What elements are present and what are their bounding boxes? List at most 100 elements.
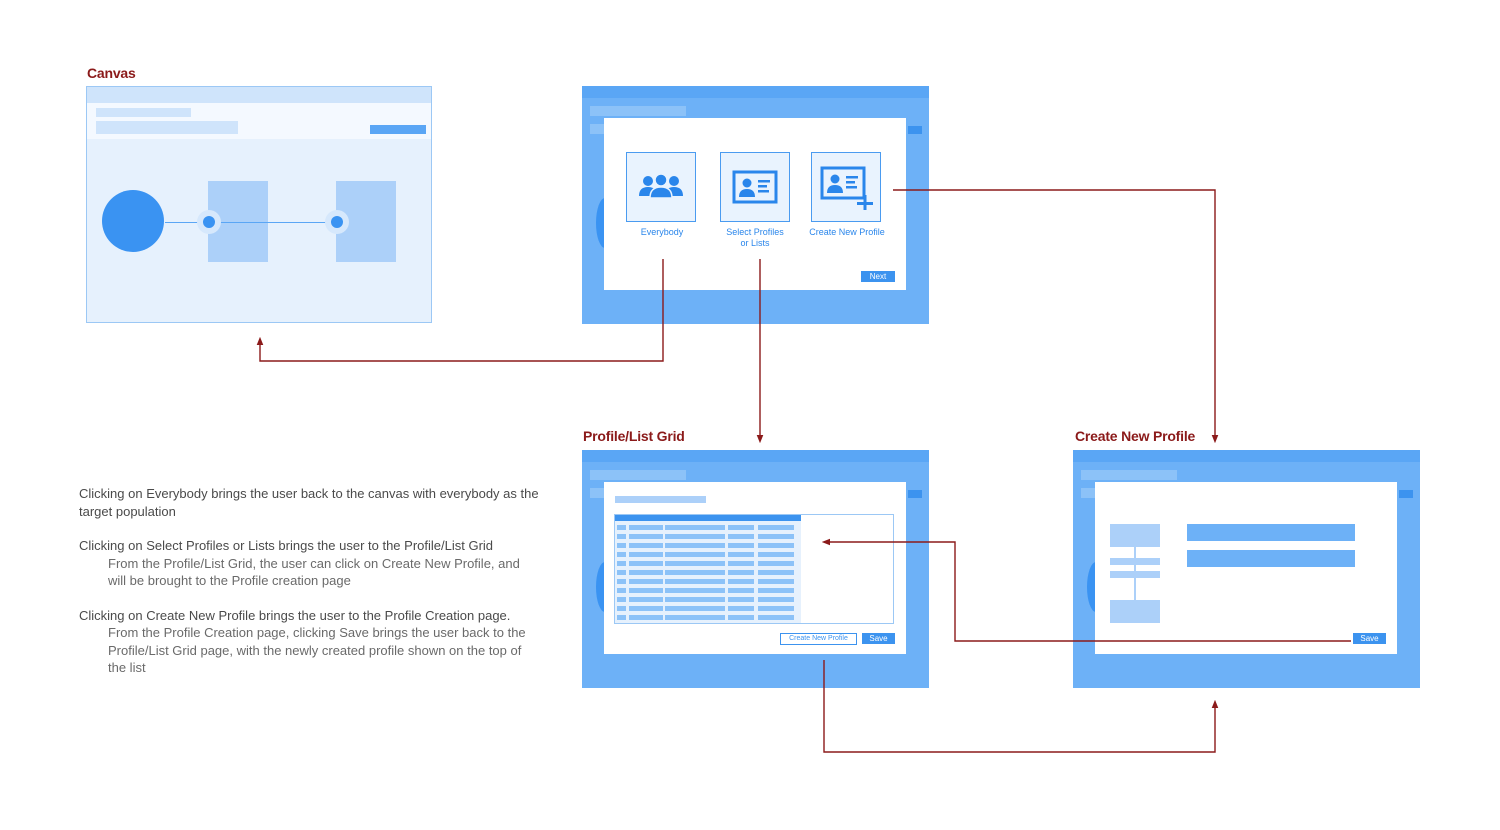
note-main: Clicking on Select Profiles or Lists bri… (79, 538, 494, 553)
create-new-profile-screen: Save (1073, 450, 1420, 688)
grid-table (615, 515, 801, 623)
grid-cell (629, 579, 663, 584)
profile-name-field[interactable] (1187, 524, 1355, 541)
canvas-placeholder-line (96, 108, 191, 117)
ghost-line (1081, 470, 1177, 480)
grid-cell (758, 525, 794, 530)
note-create-profile: Clicking on Create New Profile brings th… (79, 607, 539, 677)
group-people-icon (639, 173, 683, 199)
grid-cell (629, 615, 663, 620)
flow-notes: Clicking on Everybody brings the user ba… (79, 485, 539, 694)
profile-list-grid (614, 514, 894, 624)
ghost-line (590, 124, 606, 134)
ghost-line (1081, 488, 1097, 498)
create-new-profile-label[interactable]: Create New Profile (809, 227, 885, 237)
dialog-topbar (1073, 450, 1420, 462)
dialog-topbar (582, 86, 929, 98)
note-main: Clicking on Everybody brings the user ba… (79, 486, 539, 519)
profile-list-grid-screen: Create New Profile Save (582, 450, 929, 688)
grid-cell (758, 534, 794, 539)
note-main: Clicking on Create New Profile brings th… (79, 607, 511, 623)
ghost-button (1399, 490, 1413, 498)
target-selection-screen: Everybody Select Profiles or Lists (582, 86, 929, 324)
select-profiles-label[interactable]: Select Profiles or Lists (726, 227, 784, 248)
selection-dialog: Everybody Select Profiles or Lists (604, 118, 906, 290)
canvas-placeholder-line (96, 121, 238, 134)
arrow-create-to-create-profile (893, 189, 1219, 444)
grid-cell (629, 552, 663, 557)
grid-cell (617, 525, 626, 530)
grid-cell (728, 534, 754, 539)
create-profile-dialog: Save (1095, 482, 1397, 654)
grid-cell (728, 597, 754, 602)
grid-cell (758, 579, 794, 584)
grid-cell (728, 570, 754, 575)
grid-cell (758, 597, 794, 602)
profile-list-grid-title: Profile/List Grid (583, 428, 685, 444)
canvas-action-button[interactable] (370, 125, 426, 134)
grid-save-button[interactable]: Save (862, 633, 895, 644)
create-new-profile-option[interactable] (811, 152, 881, 222)
dialog-topbar (582, 450, 929, 462)
grid-cell (629, 525, 663, 530)
profile-card-add-icon (820, 166, 873, 210)
grid-header-row (615, 515, 801, 521)
profile-list-grid-dialog: Create New Profile Save (604, 482, 906, 654)
grid-cell (665, 534, 725, 539)
create-new-profile-button[interactable]: Create New Profile (780, 633, 857, 645)
grid-cell (665, 615, 725, 620)
canvas-title: Canvas (87, 65, 136, 81)
grid-cell (617, 534, 626, 539)
grid-cell (758, 570, 794, 575)
profile-description-field[interactable] (1187, 550, 1355, 567)
grid-cell (758, 588, 794, 593)
profile-card-icon (732, 170, 778, 204)
canvas-header-bar (87, 87, 431, 103)
grid-cell (617, 570, 626, 575)
next-button[interactable]: Next (861, 271, 895, 282)
grid-cell (617, 579, 626, 584)
grid-cell (728, 525, 754, 530)
canvas-screen (86, 86, 432, 323)
grid-cell (617, 561, 626, 566)
select-profiles-option[interactable] (720, 152, 790, 222)
grid-cell (617, 543, 626, 548)
ghost-button (908, 126, 922, 134)
grid-cell (728, 579, 754, 584)
profile-builder-rule (1110, 571, 1160, 578)
grid-cell (665, 579, 725, 584)
everybody-option[interactable] (626, 152, 696, 222)
grid-cell (758, 552, 794, 557)
everybody-label[interactable]: Everybody (640, 227, 684, 237)
profile-builder-block (1110, 524, 1160, 547)
create-new-profile-title: Create New Profile (1075, 428, 1196, 444)
grid-cell (629, 570, 663, 575)
grid-cell (728, 615, 754, 620)
note-sub: From the Profile Creation page, clicking… (108, 625, 526, 675)
canvas-connector (165, 222, 337, 223)
grid-cell (629, 543, 663, 548)
grid-cell (665, 588, 725, 593)
grid-cell (629, 561, 663, 566)
grid-cell (728, 588, 754, 593)
grid-cell (665, 552, 725, 557)
grid-cell (665, 525, 725, 530)
grid-cell (758, 543, 794, 548)
grid-cell (665, 570, 725, 575)
note-select-profiles: Clicking on Select Profiles or Lists bri… (79, 537, 539, 590)
grid-cell (617, 615, 626, 620)
ghost-line (590, 106, 686, 116)
grid-heading-placeholder (615, 496, 706, 503)
grid-cell (758, 561, 794, 566)
ghost-line (590, 488, 606, 498)
canvas-joint[interactable] (331, 216, 343, 228)
note-everybody: Clicking on Everybody brings the user ba… (79, 485, 539, 520)
grid-cell (758, 606, 794, 611)
grid-cell (665, 597, 725, 602)
canvas-joint[interactable] (203, 216, 215, 228)
canvas-start-node[interactable] (102, 190, 164, 252)
grid-cell (728, 606, 754, 611)
create-save-button[interactable]: Save (1353, 633, 1386, 644)
grid-cell (629, 606, 663, 611)
grid-cell (728, 552, 754, 557)
